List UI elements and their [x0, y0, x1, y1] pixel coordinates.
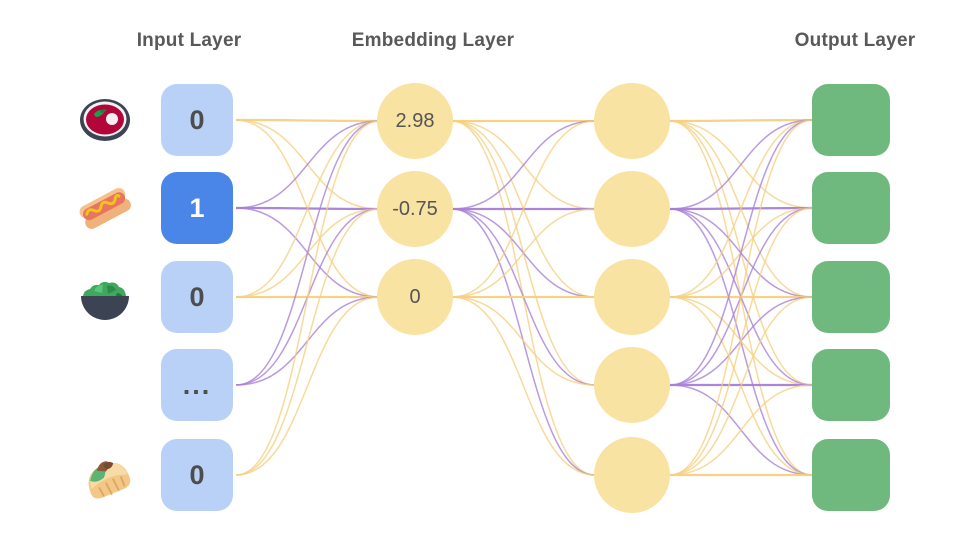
heading-input-layer: Input Layer [136, 30, 242, 51]
output-node-2[interactable] [812, 261, 890, 333]
edge-input-3-embedding-0 [235, 120, 380, 386]
edge-input-2-embedding-0 [235, 120, 380, 298]
output-node-3[interactable] [812, 349, 890, 421]
input-node-4[interactable]: 0 [161, 439, 233, 511]
edge-hidden-4-output-1 [669, 207, 813, 476]
input-node-0-value: 0 [189, 104, 205, 135]
steak-icon [77, 92, 133, 148]
edge-input-0-embedding-0 [235, 118, 380, 123]
edge-hidden-2-output-0 [669, 119, 813, 298]
input-node-3-value: ... [182, 369, 212, 400]
embedding-node-2-value: 0 [409, 285, 421, 308]
edge-input-1-embedding-0 [235, 120, 380, 209]
edge-input-4-embedding-2 [235, 296, 380, 476]
output-node-1[interactable] [812, 172, 890, 244]
input-node-2-value: 0 [189, 281, 205, 312]
embedding-node-1[interactable]: -0.75 [377, 171, 453, 247]
embedding-node-2[interactable]: 0 [377, 259, 453, 335]
input-node-1-value: 1 [189, 192, 205, 223]
salad-icon [77, 269, 133, 325]
input-node-3[interactable]: ... [161, 349, 233, 421]
edge-embedding-2-hidden-3 [451, 296, 596, 386]
edge-input-4-embedding-1 [235, 208, 380, 476]
hidden-node-0[interactable] [594, 83, 670, 159]
output-node-4[interactable] [812, 439, 890, 511]
taco-icon [77, 447, 133, 503]
embedding-node-0-value: 2.98 [395, 109, 435, 132]
hidden-node-1[interactable] [594, 171, 670, 247]
edge-hidden-4-output-2 [669, 296, 813, 476]
edge-input-4-embedding-0 [235, 120, 380, 476]
edge-hidden-1-output-0 [669, 119, 813, 210]
edge-embedding-1-hidden-0 [451, 120, 596, 210]
output-node-0[interactable] [812, 84, 890, 156]
edge-embedding-2-hidden-1 [451, 208, 596, 298]
edge-hidden-4-output-3 [669, 384, 813, 476]
input-node-1[interactable]: 1 [161, 172, 233, 244]
hotdog-icon [77, 180, 133, 236]
embedding-node-0[interactable]: 2.98 [377, 83, 453, 159]
edge-hidden-0-output-0 [669, 118, 813, 123]
heading-embedding-layer: Embedding Layer [351, 30, 515, 51]
hidden-node-3[interactable] [594, 347, 670, 423]
edge-embedding-2-hidden-4 [451, 296, 596, 476]
hidden-node-2[interactable] [594, 259, 670, 335]
input-node-2[interactable]: 0 [161, 261, 233, 333]
edge-hidden-3-output-0 [669, 119, 813, 386]
edge-embedding-2-hidden-0 [451, 120, 596, 298]
hidden-node-4[interactable] [594, 437, 670, 513]
edge-hidden-4-output-0 [669, 119, 813, 476]
embedding-node-1-value: -0.75 [392, 197, 438, 220]
heading-output-layer: Output Layer [794, 30, 916, 51]
input-node-0[interactable]: 0 [161, 84, 233, 156]
input-node-4-value: 0 [189, 459, 205, 490]
